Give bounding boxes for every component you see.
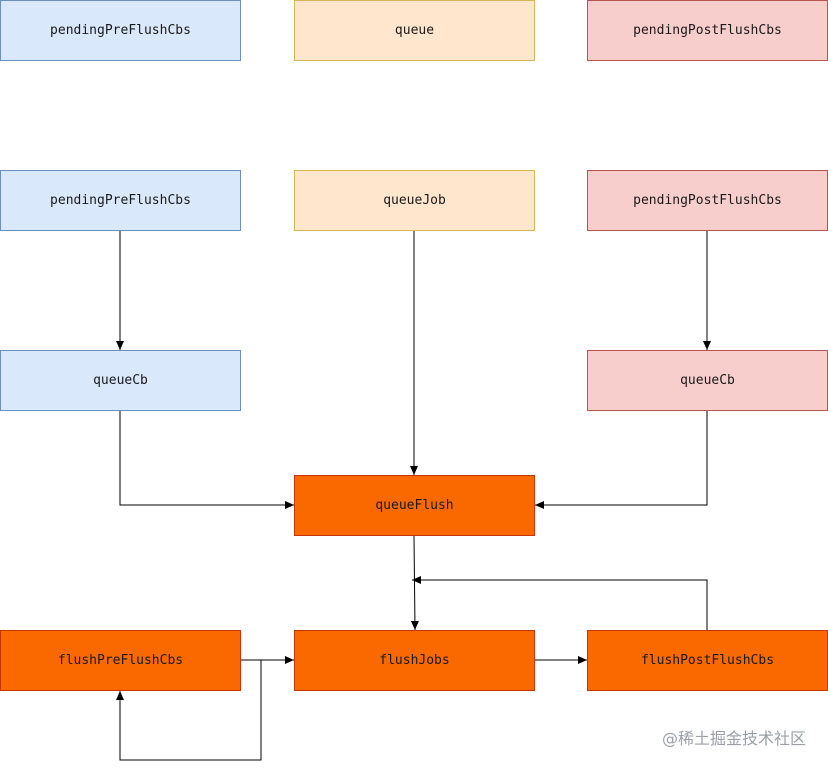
node-queue-job: queueJob	[294, 170, 535, 231]
node-queue-flush: queueFlush	[294, 475, 535, 536]
node-label: pendingPreFlushCbs	[50, 193, 191, 208]
edge-queueflush-to-flushjobs	[410, 535, 419, 631]
node-top-queue: queue	[294, 0, 535, 61]
node-top-pending-post-flush-cbs: pendingPostFlushCbs	[587, 0, 828, 61]
node-label: queueFlush	[375, 498, 454, 513]
node-pending-pre-flush-cbs: pendingPreFlushCbs	[0, 170, 241, 231]
node-label: flushJobs	[379, 653, 450, 668]
node-flush-jobs: flushJobs	[294, 630, 535, 691]
node-flush-pre-flush-cbs: flushPreFlushCbs	[0, 630, 241, 691]
node-label: queue	[394, 23, 435, 38]
node-label: queueCb	[93, 373, 148, 388]
node-flush-post-flush-cbs: flushPostFlushCbs	[587, 630, 828, 691]
node-label: queueCb	[680, 373, 735, 388]
node-label: flushPreFlushCbs	[57, 653, 184, 668]
edge-flushpost-loop	[412, 576, 708, 630]
watermark: @稀土掘金技术社区	[661, 729, 806, 748]
node-label: pendingPreFlushCbs	[50, 23, 191, 38]
node-pending-post-flush-cbs: pendingPostFlushCbs	[587, 170, 828, 231]
node-top-pending-pre-flush-cbs: pendingPreFlushCbs	[0, 0, 241, 61]
node-queue-cb-left: queueCb	[0, 350, 241, 411]
node-queue-cb-right: queueCb	[587, 350, 828, 411]
node-label: flushPostFlushCbs	[640, 653, 775, 668]
node-label: queueJob	[383, 193, 446, 208]
node-label: pendingPostFlushCbs	[633, 193, 782, 208]
node-label: pendingPostFlushCbs	[633, 23, 782, 38]
edge-queuecb-left-to-queueflush	[119, 411, 294, 509]
edge-queuecb-right-to-queueflush	[535, 411, 708, 509]
